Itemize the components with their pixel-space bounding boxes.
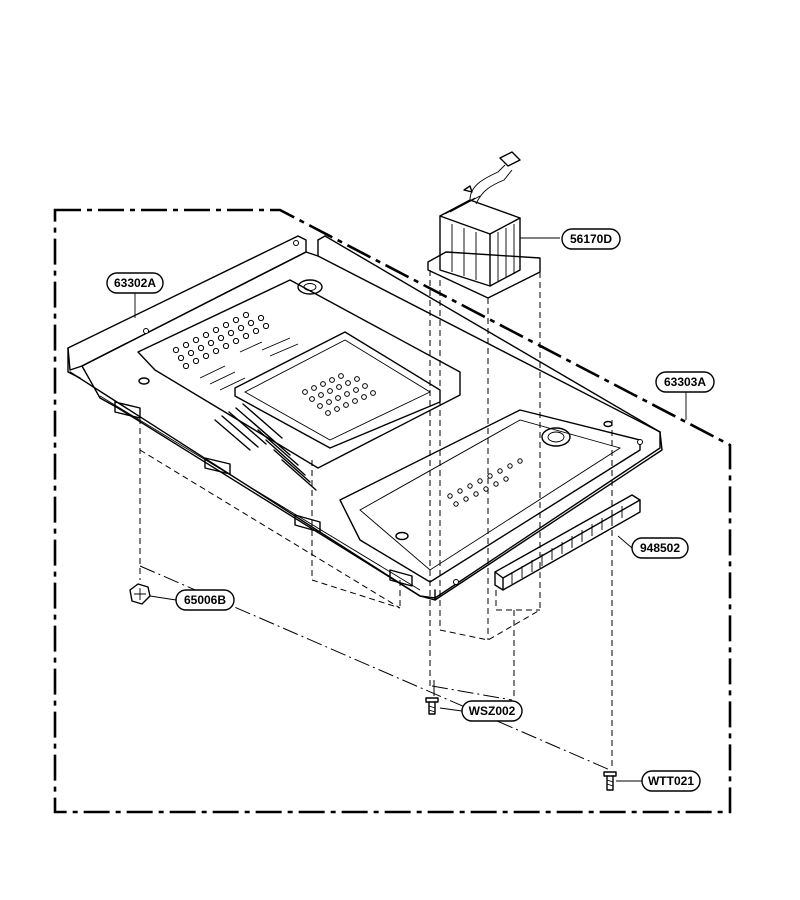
label-63302a: 63302A <box>106 272 164 294</box>
assembly-boundary <box>53 208 732 814</box>
label-56170d: 56170D <box>561 228 621 250</box>
channel-holes <box>447 458 523 507</box>
label-948502: 948502 <box>631 537 689 559</box>
label-948502-text: 948502 <box>640 541 680 555</box>
nut-65006b <box>129 583 151 605</box>
screw-wsz002 <box>425 697 439 715</box>
label-63303a: 63303A <box>655 371 715 393</box>
label-63303a-text: 63303A <box>664 375 706 389</box>
label-wsz002: WSZ002 <box>461 700 523 722</box>
projection-lines <box>139 270 613 771</box>
vent-holes-left <box>172 311 270 370</box>
screw-wtt021 <box>603 771 617 791</box>
louvres <box>214 403 317 491</box>
vent-holes-center <box>302 373 376 416</box>
label-65006b: 65006B <box>175 589 235 611</box>
label-wsz002-text: WSZ002 <box>469 704 516 718</box>
label-56170d-text: 56170D <box>570 232 612 246</box>
insulation-strip <box>494 494 641 591</box>
label-63302a-text: 63302A <box>114 276 156 290</box>
label-wtt021: WTT021 <box>641 770 701 792</box>
label-wtt021-text: WTT021 <box>648 774 694 788</box>
transformer <box>427 151 541 299</box>
label-65006b-text: 65006B <box>184 593 226 607</box>
leader-lines <box>134 237 687 782</box>
